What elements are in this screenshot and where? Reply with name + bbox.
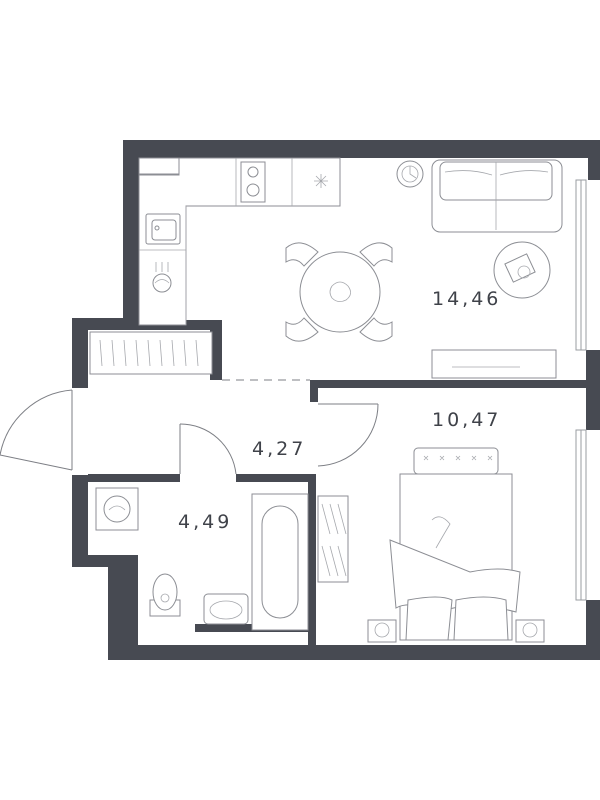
sofa-icon (431, 159, 563, 233)
toilet-icon (149, 573, 181, 617)
area-hallway: 4,27 (252, 438, 306, 460)
shelf-icon (317, 495, 349, 583)
bathroom-door (179, 423, 237, 475)
dining-table-icon (285, 242, 393, 342)
sink-icon (145, 213, 181, 245)
hallway (0, 331, 379, 475)
area-living-kitchen: 14,46 (432, 288, 501, 310)
washing-machine-icon (95, 487, 139, 531)
bathtub-icon (251, 493, 309, 631)
bathroom (95, 487, 349, 631)
dishwasher-icon (152, 262, 172, 293)
stove-icon (240, 161, 266, 203)
wardrobe-icon (89, 331, 213, 375)
bedroom-door (317, 403, 379, 467)
clock-icon (396, 160, 424, 188)
plant-icon (314, 174, 328, 188)
nightstand-icon (367, 619, 545, 643)
living-room (285, 159, 563, 379)
area-bathroom: 4,49 (178, 511, 232, 533)
windows (575, 179, 587, 601)
tv-icon (431, 349, 557, 379)
area-bedroom: 10,47 (432, 409, 501, 431)
entrance-door (0, 389, 73, 471)
sink-icon (203, 593, 249, 625)
bedroom (367, 447, 545, 643)
coffee-table-icon (493, 241, 551, 299)
bed-icon (389, 447, 521, 641)
kitchen (138, 157, 341, 326)
